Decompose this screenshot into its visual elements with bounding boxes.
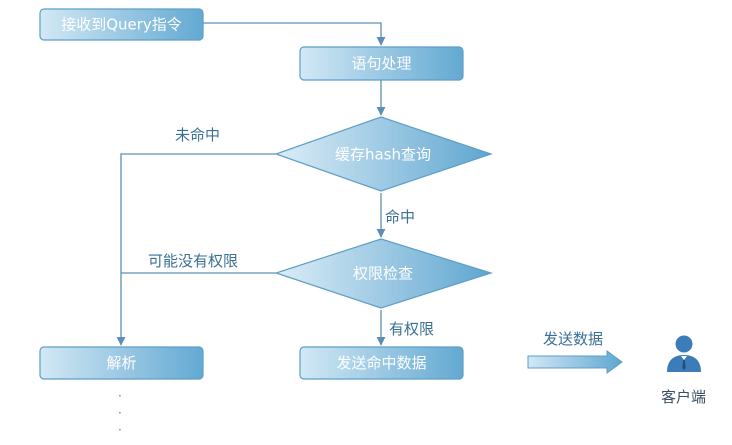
edge-label-send-data: 发送数据 [543,330,603,348]
connectors [116,22,386,346]
edge-label-maybe-no-permission: 可能没有权限 [148,252,238,270]
continuation-dot: · [118,406,122,420]
node-process-label: 语句处理 [351,55,411,73]
node-process[interactable]: 语句处理 [299,46,464,81]
node-receive-label: 接收到Query指令 [61,16,182,34]
decision-cache-label: 缓存hash查询 [335,146,431,164]
node-send-hit-label: 发送命中数据 [336,354,426,372]
client-label: 客户端 [661,388,706,406]
edge-receive-to-process [203,22,386,46]
node-send-hit[interactable]: 发送命中数据 [299,346,464,380]
node-receive[interactable]: 接收到Query指令 [39,8,204,41]
edge-label-hit: 命中 [385,208,415,226]
user-icon [667,335,701,372]
continuation-dot: · [118,389,122,403]
send-data-arrow [527,350,623,374]
node-parse[interactable]: 解析 [39,346,204,380]
decision-permission[interactable]: 权限检查 [274,238,494,309]
decision-permission-label: 权限检查 [353,265,413,283]
edge-cache-miss-to-parse [116,153,276,346]
node-parse-label: 解析 [106,354,136,372]
edge-label-has-permission: 有权限 [389,320,434,338]
decision-cache[interactable]: 缓存hash查询 [274,116,493,192]
continuation-dot: · [118,423,122,437]
edge-label-miss: 未命中 [175,126,220,144]
